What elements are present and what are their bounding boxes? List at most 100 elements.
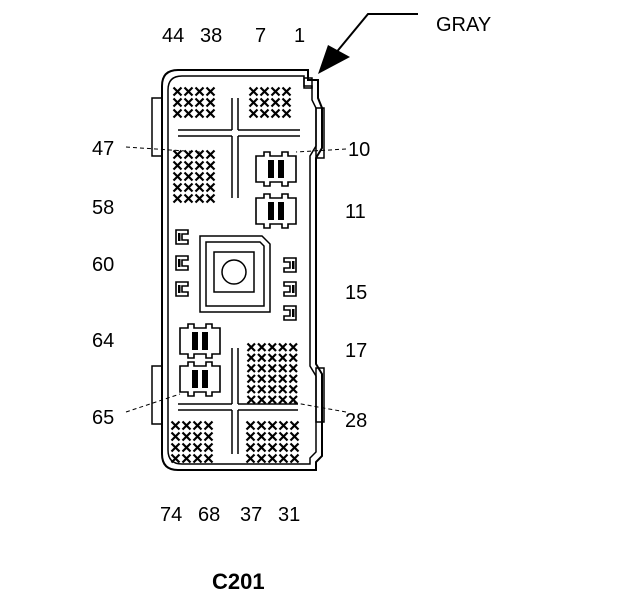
label-leaders [125,146,347,413]
pin-cavity [259,108,270,119]
pin-cavity [192,420,203,431]
pin-cavity [267,431,278,442]
pin-cavity [172,193,183,204]
pin-cavity [270,108,281,119]
pin-cavity [257,374,267,384]
polarizing-tab [303,77,313,89]
pin-cavity [278,420,289,431]
color-callout: GRAY [318,13,491,74]
pin-cavity [181,453,192,464]
callout-arrowhead [318,45,350,74]
pin-cavity [183,171,194,182]
pin-label-38: 38 [200,25,222,47]
pin-cavity [203,431,214,442]
pin-cavity [183,193,194,204]
pin-cavity [278,353,288,363]
pin-cavity [256,431,267,442]
pin-cavity [257,395,267,405]
pin-cavity [181,442,192,453]
pin-cavity [203,420,214,431]
pin-label-60: 60 [92,254,114,276]
pin-cavity [194,86,205,97]
power-terminals [179,151,297,397]
pin-cavity [267,353,277,363]
pin-label-17: 17 [345,340,367,362]
pin-cavity [245,453,256,464]
cavity-group-bottom-right [245,420,300,464]
power-terminal [255,193,297,229]
pin-cavity [267,453,278,464]
pin-cavity [289,442,300,453]
pin-label-37: 37 [240,504,262,526]
cavity-group-top-left [172,86,216,119]
pin-cavity [256,453,267,464]
small-terminal [283,257,297,273]
pin-cavity [183,182,194,193]
pin-cavity [205,182,216,193]
pin-cavity [205,149,216,160]
leader-28 [289,401,347,413]
pin-labels-right: 10 11 15 17 28 [345,139,370,432]
pin-cavity [289,453,300,464]
cavity-group-bottom-left [170,420,214,464]
pin-cavity [194,171,205,182]
left-latch-top [151,97,163,157]
pin-cavity [192,453,203,464]
small-terminals [175,229,297,321]
pin-cavity [259,97,270,108]
pin-cavity [205,171,216,182]
cavity-group-mid-left [172,149,216,204]
rib-lower-cross [178,348,298,454]
pin-label-64: 64 [92,330,114,352]
small-terminal [283,305,297,321]
pin-cavity [205,86,216,97]
pin-cavity [181,420,192,431]
pin-cavity [278,395,288,405]
pin-cavity [246,342,256,352]
pin-cavity [205,108,216,119]
center-round-terminal [221,259,247,285]
pin-cavity [246,384,256,394]
pin-cavity [278,374,288,384]
pin-label-58: 58 [92,197,114,219]
pin-cavity [267,342,277,352]
pin-label-28: 28 [345,410,367,432]
pin-cavity [246,374,256,384]
pin-cavity [172,160,183,171]
right-latch-top [315,107,325,159]
pin-cavity [192,442,203,453]
leader-65 [125,393,181,413]
small-terminal [175,281,189,297]
pin-cavity [245,431,256,442]
pin-cavity [183,86,194,97]
rib-upper-cross [178,98,300,198]
pin-cavity [194,182,205,193]
pin-cavity [288,342,298,352]
divider-ribs [178,98,300,454]
left-latch-bottom [151,365,163,425]
pin-cavity [278,342,288,352]
pin-cavity [278,384,288,394]
color-label: GRAY [436,14,491,36]
pin-cavity [281,86,292,97]
pin-cavity [270,86,281,97]
pin-cavity [172,182,183,193]
pin-cavity [278,431,289,442]
pin-cavity [194,160,205,171]
pin-cavity [289,431,300,442]
pin-cavity [289,420,300,431]
pin-cavity [288,374,298,384]
power-terminal [255,151,297,187]
small-terminal [283,281,297,297]
pin-cavity [256,442,267,453]
pin-label-31: 31 [278,504,300,526]
leader-10 [295,148,347,153]
pin-cavity [278,442,289,453]
pin-cavity [203,453,214,464]
pin-cavity [248,86,259,97]
pin-cavity [192,431,203,442]
small-terminal [175,255,189,271]
pin-label-44: 44 [162,25,184,47]
pin-cavity [181,431,192,442]
